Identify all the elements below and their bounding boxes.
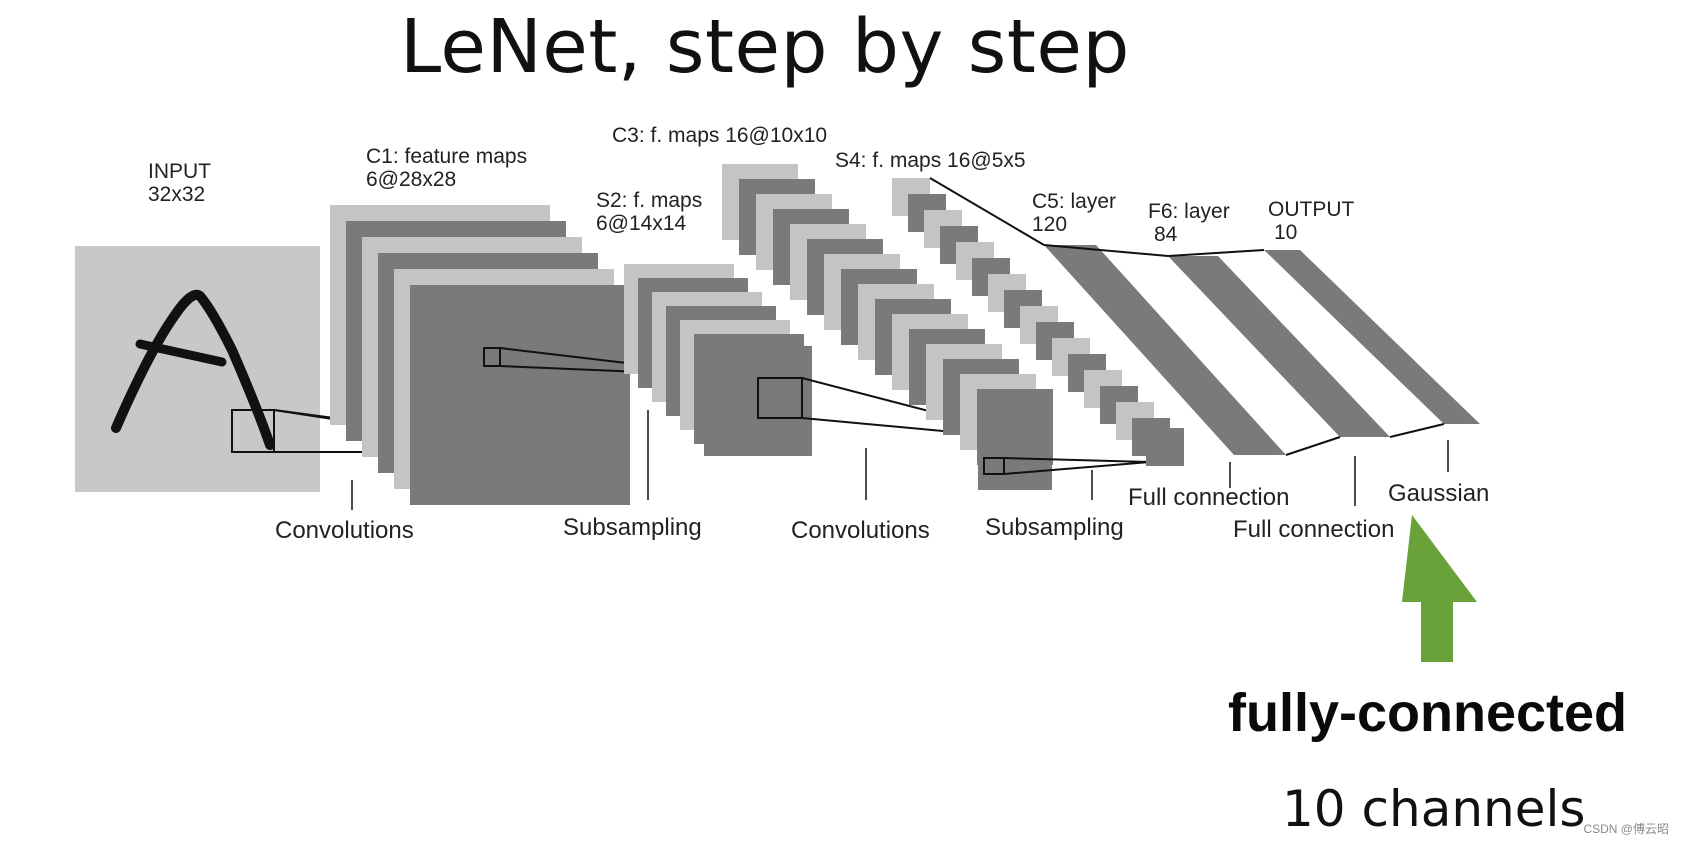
connection-line <box>1285 436 1341 456</box>
c1-front-map <box>418 296 628 504</box>
receptive-field-input <box>231 409 275 453</box>
receptive-field-c1 <box>483 347 501 367</box>
projection-line <box>929 177 1045 246</box>
projection-line <box>1003 457 1151 463</box>
letter-a-stroke <box>111 289 275 450</box>
output-layer-bar <box>1264 250 1480 424</box>
green-up-arrow <box>1402 515 1477 662</box>
f6-layer-bar <box>1168 256 1390 437</box>
connection-line <box>1389 423 1445 438</box>
op-convolutions-2: Convolutions <box>791 517 930 544</box>
op-full-connection-2: Full connection <box>1233 516 1395 543</box>
c5-layer-bar <box>1044 245 1286 455</box>
watermark: CSDN @傅云昭 <box>1583 822 1669 836</box>
receptive-field-c3 <box>983 457 1005 475</box>
fully-connected-caption: fully-connected <box>1228 683 1628 743</box>
c3-label: C3: f. maps 16@10x10 <box>612 124 828 147</box>
c3-front-map <box>978 416 1052 490</box>
channels-caption: 10 channels <box>1282 780 1586 838</box>
op-full-connection-1: Full connection <box>1128 484 1290 511</box>
s4-label: S4: f. maps 16@5x5 <box>835 149 1026 172</box>
letter-a-crossbar <box>135 339 227 367</box>
page-title: LeNet, step by step <box>400 4 1130 90</box>
input-image <box>75 246 320 492</box>
connection-line <box>1043 244 1169 257</box>
op-subsampling-2: Subsampling <box>985 514 1124 541</box>
connection-line <box>1167 249 1265 257</box>
projection-line <box>1003 461 1151 475</box>
op-subsampling-1: Subsampling <box>563 514 702 541</box>
op-convolutions-1: Convolutions <box>275 517 414 544</box>
receptive-field-s2 <box>757 377 803 419</box>
op-gaussian: Gaussian <box>1388 480 1490 507</box>
s4-front-map <box>1146 428 1184 466</box>
